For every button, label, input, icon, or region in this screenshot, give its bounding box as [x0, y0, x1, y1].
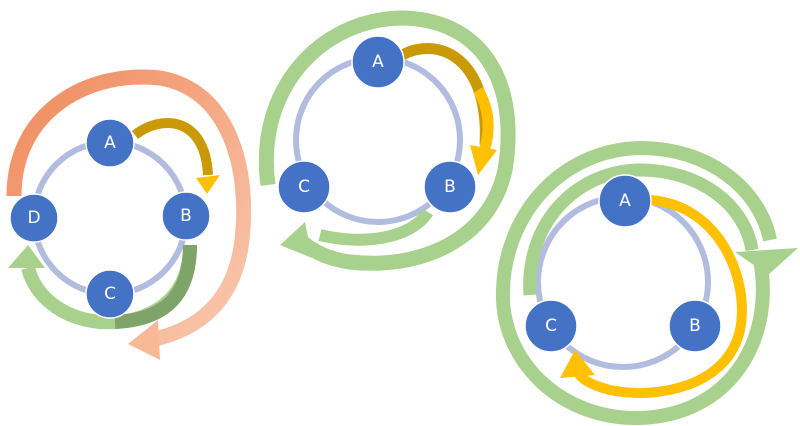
node-c: C	[524, 299, 578, 353]
green-outer-loop	[495, 140, 777, 426]
green-inner-loop	[523, 163, 759, 296]
node-c: C	[277, 160, 331, 214]
svg-text:A: A	[372, 52, 384, 72]
diagram-three-nodes-bottom: A B C	[495, 140, 798, 426]
green-spiral-arrow	[259, 10, 516, 271]
node-b: B	[161, 191, 211, 241]
svg-text:B: B	[689, 316, 701, 336]
green-arrow-dark-segment	[114, 244, 197, 329]
gold-arrow-a-to-b	[131, 118, 213, 176]
node-b: B	[668, 299, 722, 353]
svg-text:C: C	[104, 284, 116, 304]
orange-loop-arrow	[6, 69, 252, 348]
node-b: B	[423, 160, 477, 214]
diagram-three-nodes-top: A B C	[259, 10, 516, 271]
green-arrowhead	[280, 222, 312, 258]
gold-arrowhead	[470, 145, 497, 175]
gold-arrowhead	[196, 175, 220, 194]
node-a: A	[598, 174, 652, 228]
node-a: A	[85, 118, 135, 168]
yellow-arrowhead	[560, 350, 595, 378]
svg-text:C: C	[298, 177, 310, 197]
svg-text:A: A	[619, 191, 631, 211]
diagram-four-nodes: A B C D	[6, 69, 252, 360]
green-arrowhead	[735, 248, 798, 275]
green-arrowhead	[8, 245, 45, 268]
svg-text:C: C	[545, 316, 557, 336]
svg-text:B: B	[444, 177, 456, 197]
yellow-arrow-segment	[473, 87, 494, 150]
node-c: C	[85, 269, 135, 319]
green-inner-arrow	[318, 208, 434, 246]
node-d: D	[9, 193, 59, 243]
svg-text:A: A	[104, 133, 116, 153]
orange-arrowhead	[128, 320, 160, 360]
svg-text:B: B	[180, 206, 192, 226]
yellow-arrow-a-to-c	[573, 195, 747, 398]
svg-text:D: D	[27, 208, 40, 228]
gold-arrow-a-to-b	[399, 43, 491, 146]
node-a: A	[351, 35, 405, 89]
